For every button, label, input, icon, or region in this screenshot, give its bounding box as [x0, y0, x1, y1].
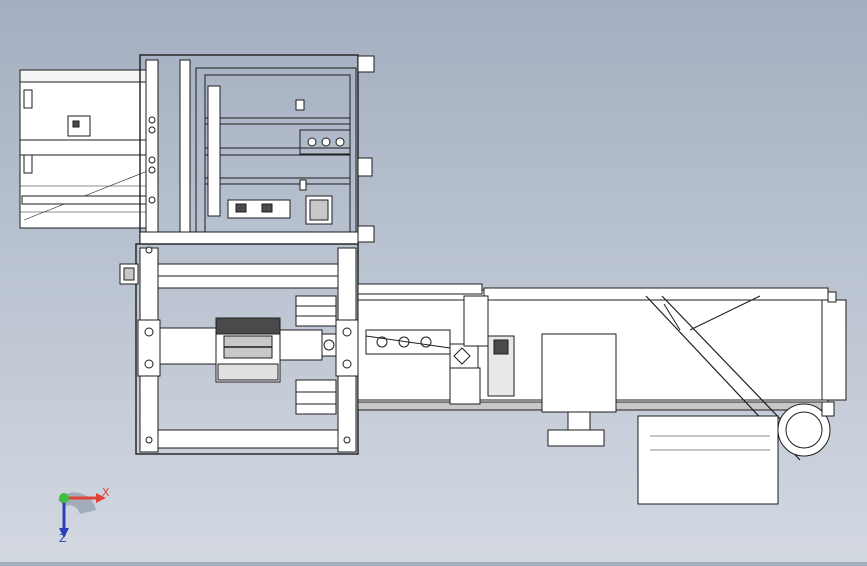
axis-label-z: Z — [59, 532, 67, 545]
lower-frame-assembly — [119, 243, 359, 455]
orientation-triad — [58, 492, 106, 538]
upper-frame-assembly — [19, 54, 375, 245]
axis-label-x: X — [102, 486, 110, 499]
conveyor-assembly — [357, 283, 847, 505]
